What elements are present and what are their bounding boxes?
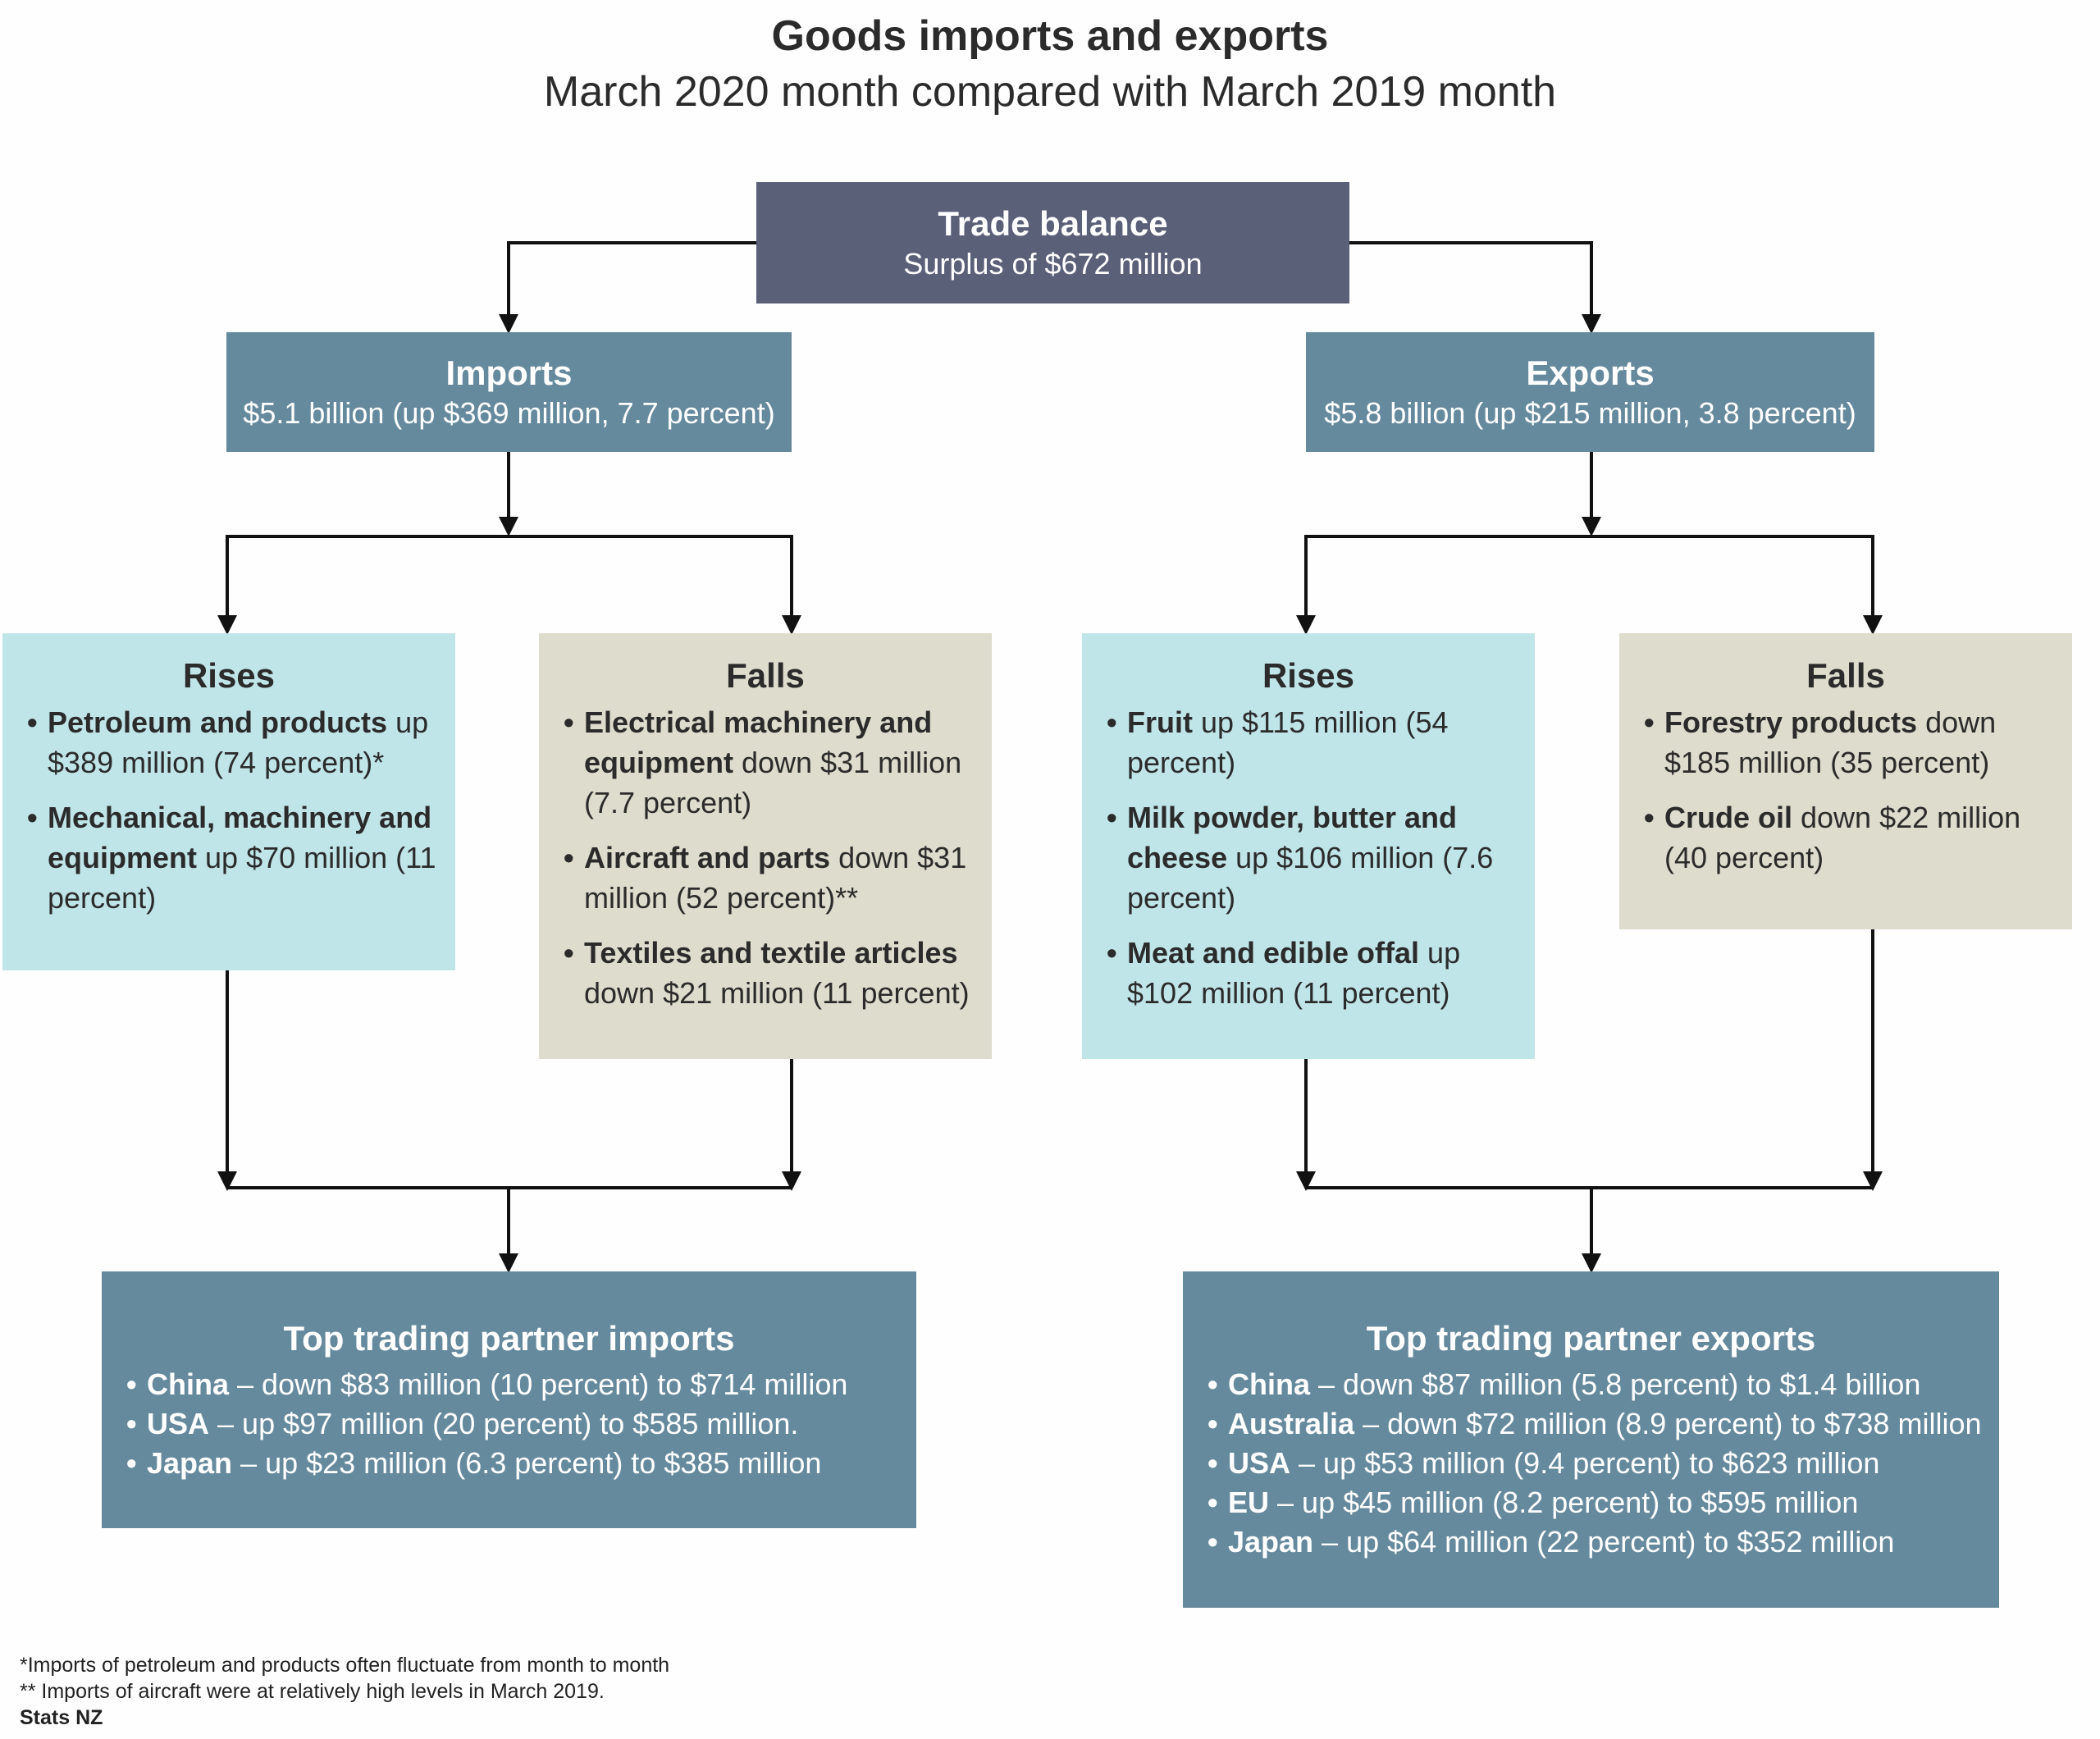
imports-value: $5.1 billion (up $369 million, 7.7 perce… <box>243 396 775 430</box>
arrowhead-icon <box>217 615 237 635</box>
arrowhead-icon <box>1863 1171 1883 1191</box>
partner-item: Australia – down $72 million (8.9 percen… <box>1208 1404 1999 1444</box>
partner-country: Japan <box>147 1446 233 1480</box>
partner-detail: – down $72 million (8.9 percent) to $738… <box>1354 1407 1982 1440</box>
page-title: Goods imports and exports <box>771 12 1329 60</box>
item-name: Milk powder, butter and cheese <box>1127 801 1458 874</box>
list-item: Petroleum and products up $389 million (… <box>27 702 439 783</box>
exports-partners-heading: Top trading partner exports <box>1366 1319 1816 1358</box>
list-item: Meat and edible offal up $102 million (1… <box>1107 933 1518 1013</box>
arrowhead-icon <box>782 1171 801 1191</box>
arrowhead-icon <box>782 615 801 635</box>
item-name: Textiles and textile articles <box>584 936 958 970</box>
partner-detail: – down $87 million (5.8 percent) to $1.4… <box>1310 1367 1921 1401</box>
list-item: Fruit up $115 million (54 percent) <box>1107 702 1518 783</box>
arrowhead-icon <box>1296 1171 1316 1191</box>
partner-detail: – up $97 million (20 percent) to $585 mi… <box>209 1407 799 1440</box>
partner-country: China <box>147 1367 230 1401</box>
partner-detail: – up $64 million (22 percent) to $352 mi… <box>1313 1525 1895 1559</box>
arrowhead-icon <box>1582 1253 1601 1273</box>
trade-balance-box: Trade balance Surplus of $672 million <box>756 182 1349 304</box>
item-name: Mechanical, machinery and equipment <box>48 801 432 874</box>
item-detail: up $115 million (54 percent) <box>1127 705 1449 779</box>
partner-item: Japan – up $64 million (22 percent) to $… <box>1208 1522 1999 1562</box>
item-detail: up $106 million (7.6 percent) <box>1127 841 1494 915</box>
imports-partners-box: Top trading partner imports China – down… <box>102 1271 916 1528</box>
connector-imports-split <box>226 535 793 623</box>
partner-country: USA <box>1228 1446 1291 1480</box>
imports-rises-heading: Rises <box>182 656 276 695</box>
arrowhead-icon <box>499 314 518 334</box>
imports-rises-box: Rises Petroleum and products up $389 mil… <box>2 633 455 970</box>
arrowhead-icon <box>1582 314 1601 334</box>
partner-detail: – up $53 million (9.4 percent) to $623 m… <box>1290 1446 1880 1480</box>
partner-item: Japan – up $23 million (6.3 percent) to … <box>126 1444 916 1483</box>
footnote-aircraft: ** Imports of aircraft were at relativel… <box>20 1680 605 1703</box>
item-name: Crude oil <box>1664 801 1793 834</box>
trade-balance-heading: Trade balance <box>938 204 1168 243</box>
item-detail: down $185 million (35 percent) <box>1664 705 1997 779</box>
exports-box: Exports $5.8 billion (up $215 million, 3… <box>1306 332 1874 452</box>
imports-heading: Imports <box>445 354 573 392</box>
imports-falls-box: Falls Electrical machinery and equipment… <box>539 633 992 1059</box>
trade-balance-value: Surplus of $672 million <box>903 247 1203 281</box>
imports-box: Imports $5.1 billion (up $369 million, 7… <box>226 332 792 452</box>
item-detail: up $389 million (74 percent)* <box>48 705 429 779</box>
item-detail: up $70 million (11 percent) <box>48 841 436 915</box>
arrowhead-icon <box>217 1171 237 1191</box>
partner-detail: – up $45 million (8.2 percent) to $595 m… <box>1269 1486 1859 1519</box>
item-name: Aircraft and parts <box>584 841 831 874</box>
item-name: Petroleum and products <box>48 705 388 739</box>
item-detail: down $31 million (7.7 percent) <box>584 746 962 819</box>
list-item: Textiles and textile articles down $21 m… <box>564 933 975 1013</box>
item-detail: up $102 million (11 percent) <box>1127 936 1461 1010</box>
connector-exports-split <box>1304 535 1874 623</box>
imports-partners-heading: Top trading partner imports <box>283 1319 735 1358</box>
item-detail: down $22 million (40 percent) <box>1664 801 2021 874</box>
partner-detail: – up $23 million (6.3 percent) to $385 m… <box>232 1446 822 1480</box>
item-name: Fruit <box>1127 705 1193 739</box>
partner-item: USA – up $97 million (20 percent) to $58… <box>126 1404 916 1444</box>
exports-rises-heading: Rises <box>1262 656 1355 695</box>
item-detail: down $21 million (11 percent) <box>584 976 970 1010</box>
connector-balance-imports <box>507 241 756 316</box>
partner-country: Japan <box>1228 1525 1314 1559</box>
exports-value: $5.8 billion (up $215 million, 3.8 perce… <box>1324 396 1856 430</box>
partner-country: Australia <box>1228 1407 1355 1440</box>
item-name: Forestry products <box>1664 705 1918 739</box>
list-item: Aircraft and parts down $31 million (52 … <box>564 838 975 918</box>
arrowhead-icon <box>499 1253 518 1273</box>
list-item: Milk powder, butter and cheese up $106 m… <box>1107 797 1518 918</box>
partner-item: China – down $83 million (10 percent) to… <box>126 1365 916 1404</box>
connector-balance-exports <box>1349 241 1593 316</box>
page-subtitle: March 2020 month compared with March 201… <box>543 68 1557 116</box>
list-item: Electrical machinery and equipment down … <box>564 702 975 823</box>
list-item: Mechanical, machinery and equipment up $… <box>27 797 439 918</box>
item-name: Electrical machinery and equipment <box>584 705 933 779</box>
exports-falls-heading: Falls <box>1806 656 1885 695</box>
exports-partners-box: Top trading partner exports China – down… <box>1183 1271 1999 1608</box>
partner-item: USA – up $53 million (9.4 percent) to $6… <box>1208 1444 1999 1483</box>
arrowhead-icon <box>499 517 518 536</box>
list-item: Crude oil down $22 million (40 percent) <box>1644 797 2056 878</box>
item-name: Meat and edible offal <box>1127 936 1420 970</box>
list-item: Forestry products down $185 million (35 … <box>1644 702 2056 783</box>
exports-rises-box: Rises Fruit up $115 million (54 percent)… <box>1082 633 1535 1059</box>
partner-item: China – down $87 million (5.8 percent) t… <box>1208 1365 1999 1404</box>
arrowhead-icon <box>1582 517 1601 536</box>
partner-item: EU – up $45 million (8.2 percent) to $59… <box>1208 1483 1999 1522</box>
arrowhead-icon <box>1863 615 1883 635</box>
partner-country: China <box>1228 1367 1311 1401</box>
arrowhead-icon <box>1296 615 1316 635</box>
footnote-petroleum: *Imports of petroleum and products often… <box>20 1654 670 1677</box>
item-detail: down $31 million (52 percent)** <box>584 841 967 915</box>
partner-country: USA <box>147 1407 210 1440</box>
exports-falls-box: Falls Forestry products down $185 millio… <box>1619 633 2072 929</box>
partner-detail: – down $83 million (10 percent) to $714 … <box>229 1367 848 1401</box>
partner-country: EU <box>1228 1486 1270 1519</box>
source-credit: Stats NZ <box>20 1706 103 1729</box>
exports-heading: Exports <box>1526 354 1655 392</box>
imports-falls-heading: Falls <box>726 656 805 695</box>
